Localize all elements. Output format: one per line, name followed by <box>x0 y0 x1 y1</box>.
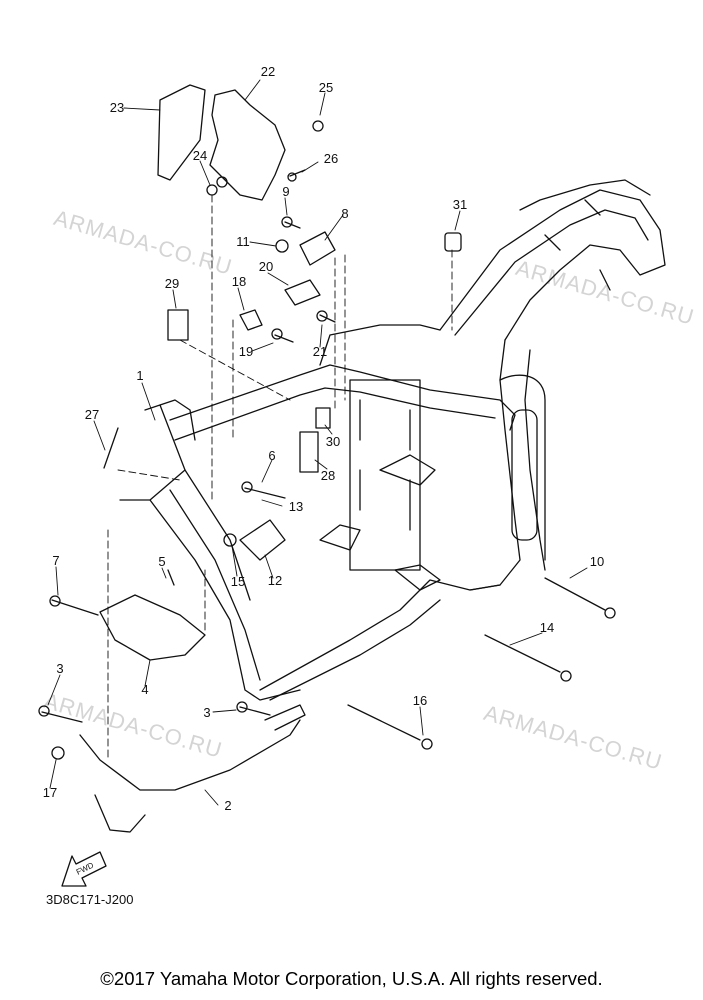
callout-11: 11 <box>236 234 250 249</box>
callout-13: 13 <box>289 499 303 514</box>
part-30-pad <box>315 407 331 429</box>
part-2-footrest-bar <box>79 704 306 833</box>
callout-29: 29 <box>165 276 179 291</box>
frame-assembly <box>119 179 666 701</box>
callout-27: 27 <box>85 407 99 422</box>
callout-6: 6 <box>268 448 275 463</box>
callout-15: 15 <box>231 574 245 589</box>
fwd-arrow-icon: FWD <box>61 851 107 887</box>
callout-28: 28 <box>321 468 335 483</box>
callout-30: 30 <box>326 434 340 449</box>
callout-12: 12 <box>268 573 282 588</box>
callout-16: 16 <box>413 693 427 708</box>
callout-23: 23 <box>110 100 124 115</box>
callout-31: 31 <box>453 197 467 212</box>
part-22-cover <box>209 89 286 201</box>
callout-5: 5 <box>158 554 165 569</box>
part-12-bracket <box>239 519 286 561</box>
callout-24: 24 <box>193 148 207 163</box>
callout-17: 17 <box>43 785 57 800</box>
part-28-pad <box>299 431 319 473</box>
callout-19: 19 <box>239 344 253 359</box>
callout-21: 21 <box>313 344 327 359</box>
callout-18: 18 <box>232 274 246 289</box>
callout-3a: 3 <box>56 661 63 676</box>
callout-20: 20 <box>259 259 273 274</box>
copyright-notice: ©2017 Yamaha Motor Corporation, U.S.A. A… <box>100 968 603 989</box>
part-18-clip <box>239 309 263 331</box>
part-27-pin <box>103 427 119 469</box>
part-20-bracket <box>284 279 321 306</box>
callout-26: 26 <box>324 151 338 166</box>
diagram-code: 3D8C171-J200 <box>46 892 134 907</box>
callout-14: 14 <box>540 620 554 635</box>
part-8-bracket <box>299 231 336 266</box>
callout-25: 25 <box>319 80 333 95</box>
callout-9: 9 <box>282 184 289 199</box>
callout-3b: 3 <box>203 705 210 720</box>
callouts: 1 2 3 3 4 5 6 7 8 9 10 11 12 13 14 15 16… <box>43 64 604 813</box>
callout-4: 4 <box>141 682 148 697</box>
leader-lines <box>47 79 588 806</box>
part-4-mount <box>99 594 206 661</box>
part-31-grommet <box>444 232 462 252</box>
bolts <box>38 120 616 760</box>
callout-1: 1 <box>136 368 143 383</box>
callout-22: 22 <box>261 64 275 79</box>
part-23-panel <box>157 84 206 181</box>
callout-8: 8 <box>341 206 348 221</box>
alignment-lines <box>107 194 453 761</box>
callout-7: 7 <box>52 553 59 568</box>
part-29-pad <box>167 309 189 341</box>
callout-2: 2 <box>224 798 231 813</box>
callout-10: 10 <box>590 554 604 569</box>
